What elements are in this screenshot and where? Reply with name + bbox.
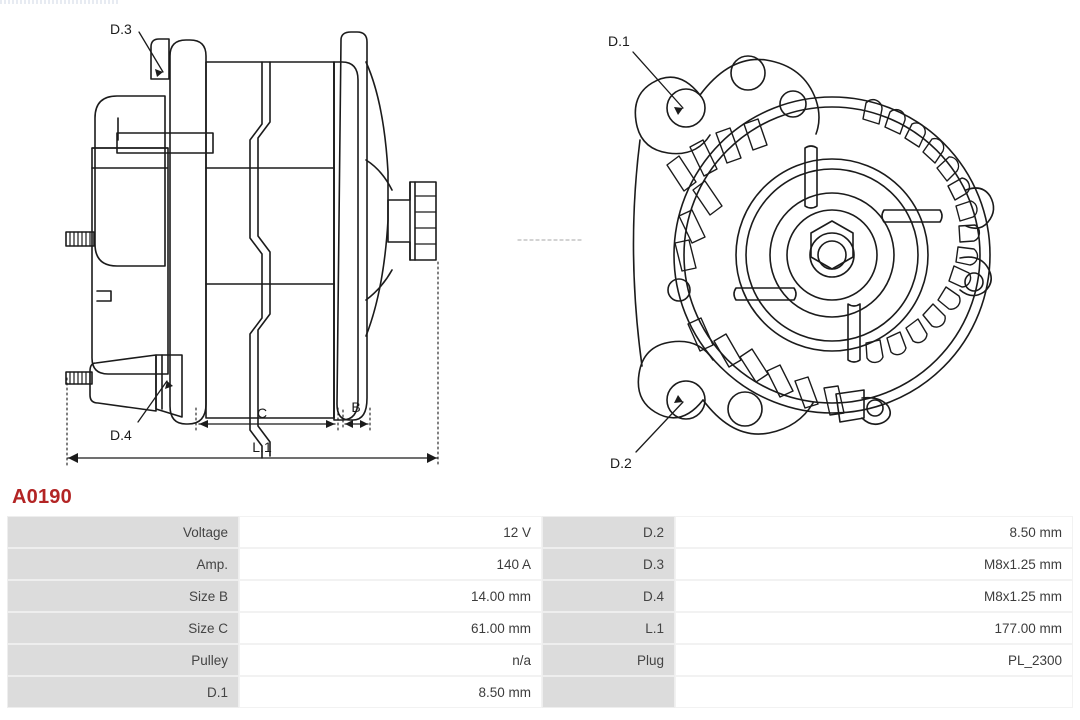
spec-value-pulley: n/a: [239, 644, 542, 676]
fan-spoke-bottom: [847, 303, 861, 363]
plug-connector: [89, 354, 183, 418]
spec-value-plug: PL_2300: [675, 644, 1073, 676]
spec-value-size-b: 14.00 mm: [239, 580, 542, 612]
rear-notch: [96, 290, 112, 302]
bottom-lug-hole: [866, 399, 884, 417]
table-row: Size C 61.00 mm L.1 177.00 mm: [7, 612, 1073, 644]
spec-label-d4: D.4: [542, 580, 675, 612]
spec-label-plug: Plug: [542, 644, 675, 676]
lower-ear-bridge: [702, 399, 814, 435]
spec-value-l1: 177.00 mm: [675, 612, 1073, 644]
spec-label-d2: D.2: [542, 516, 675, 548]
front-nose: [365, 61, 389, 337]
part-number-title: A0190: [12, 486, 72, 508]
spec-value-amp: 140 A: [239, 548, 542, 580]
hub-ring2: [745, 168, 919, 342]
top-edge-artifact: [0, 0, 118, 4]
spec-value-d3: M8x1.25 mm: [675, 548, 1073, 580]
pulley-shaft: [387, 181, 437, 261]
d3-mount-tab: [150, 38, 170, 80]
terminal-stud-upper: [65, 231, 95, 247]
dimension-label-l1: L.1: [252, 439, 272, 455]
hub-ring3: [769, 192, 895, 318]
terminal-stud-lower: [65, 371, 93, 385]
callout-label-d1: D.1: [608, 33, 630, 49]
lower-mounting-ear: [637, 340, 714, 419]
housing-left-edge: [632, 139, 643, 367]
dimension-label-b: B: [351, 399, 360, 415]
body-bands: [205, 167, 335, 285]
upper-ear-hole: [730, 55, 766, 91]
spec-label-l1: L.1: [542, 612, 675, 644]
mid-small-hole: [667, 278, 691, 302]
callout-label-d2: D.2: [610, 455, 632, 471]
bottom-lug: [861, 396, 892, 426]
spec-value-d4: M8x1.25 mm: [675, 580, 1073, 612]
hub-ring4: [786, 209, 878, 301]
drive-end-flange: [336, 31, 368, 421]
table-row: D.1 8.50 mm: [7, 676, 1073, 708]
fan-spoke-top: [804, 145, 818, 209]
table-row: Pulley n/a Plug PL_2300: [7, 644, 1073, 676]
rear-flange: [169, 39, 207, 425]
alternator-drawings-svg: D.3 D.4 D.1 D.2 C B L.1: [65, 21, 995, 471]
side-view-drawing: [65, 31, 437, 459]
regulator-housing: [94, 95, 166, 267]
spec-label-pulley: Pulley: [7, 644, 239, 676]
hex-nut: [810, 220, 854, 270]
spec-label-amp: Amp.: [7, 548, 239, 580]
upper-small-hole: [779, 90, 807, 118]
stator-step-b: [257, 61, 271, 457]
spec-label-empty: [542, 676, 675, 708]
hub-outer: [735, 158, 929, 352]
right-lug-hole: [964, 272, 984, 292]
spec-label-size-c: Size C: [7, 612, 239, 644]
spec-value-size-c: 61.00 mm: [239, 612, 542, 644]
right-lug: [959, 256, 992, 297]
spec-label-d3: D.3: [542, 548, 675, 580]
stator-step-a: [249, 61, 263, 459]
callout-label-d4: D.4: [110, 427, 132, 443]
upper-ear-bridge: [699, 58, 820, 135]
scalloped-vent-ring: [862, 99, 981, 364]
spec-label-voltage: Voltage: [7, 516, 239, 548]
spec-label-size-b: Size B: [7, 580, 239, 612]
table-row: Voltage 12 V D.2 8.50 mm: [7, 516, 1073, 548]
fan-spoke-right: [881, 209, 943, 223]
specifications-table: Voltage 12 V D.2 8.50 mm Amp. 140 A D.3 …: [7, 516, 1073, 708]
dimension-label-c: C: [257, 405, 267, 421]
housing-inner-circle: [683, 106, 981, 404]
shaft-hole: [817, 240, 847, 270]
spec-value-d2: 8.50 mm: [675, 516, 1073, 548]
rear-housing-block: [91, 147, 169, 375]
rear-slot: [116, 132, 214, 154]
spec-label-d1: D.1: [7, 676, 239, 708]
side-view-dimensions: [66, 31, 439, 467]
lower-ear-hole: [727, 391, 763, 427]
d1-bolt-hole: [666, 88, 706, 128]
front-view-drawing: [632, 55, 995, 435]
spec-value-d1: 8.50 mm: [239, 676, 542, 708]
right-boss: [965, 187, 995, 230]
hub-ring5: [809, 232, 855, 278]
housing-outer-circle: [673, 96, 991, 414]
vent-slots-lower: [687, 317, 845, 416]
front-view-callouts: [632, 51, 684, 453]
technical-drawings: D.3 D.4 D.1 D.2 C B L.1: [65, 21, 995, 471]
table-row: Size B 14.00 mm D.4 M8x1.25 mm: [7, 580, 1073, 612]
spec-value-voltage: 12 V: [239, 516, 542, 548]
bottom-lug-base: [835, 389, 865, 423]
vent-slots-upper: [666, 118, 768, 272]
table-row: Amp. 140 A D.3 M8x1.25 mm: [7, 548, 1073, 580]
spec-value-empty: [675, 676, 1073, 708]
fan-spoke-left: [733, 287, 797, 301]
upper-mounting-ear: [634, 76, 711, 155]
d2-bolt-hole: [666, 380, 706, 420]
callout-label-d3: D.3: [110, 21, 132, 37]
